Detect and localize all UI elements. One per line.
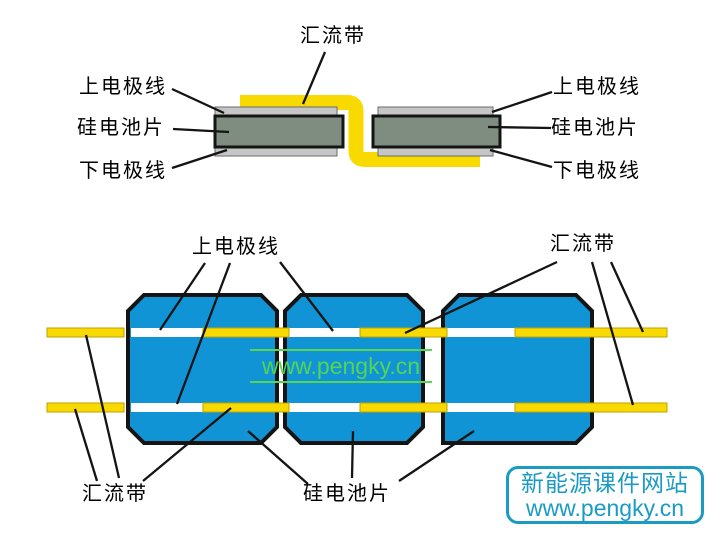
busbar-segment <box>359 327 448 338</box>
right-silicon-cell-layer <box>371 114 502 149</box>
electrode-line <box>131 328 203 337</box>
busbar-ribbon-cross-section <box>240 95 480 167</box>
electrode-line <box>446 328 515 337</box>
label-busbar-top-right: 汇流带 <box>550 233 616 255</box>
label-busbar-top: 汇流带 <box>300 25 366 47</box>
label-left-upper-electrode: 上电极线 <box>79 76 167 98</box>
callout-busbar-bl-2 <box>84 334 121 479</box>
callout-right-upper-electrode <box>491 90 553 114</box>
callout-busbar-bl-1 <box>73 408 99 482</box>
busbar-segment <box>202 402 290 413</box>
cell-3 <box>441 293 594 445</box>
electrode-line <box>131 403 203 412</box>
label-upper-electrode-topview: 上电极线 <box>192 236 280 258</box>
site-badge: 新能源课件网站 www.pengky.cn <box>506 466 704 524</box>
left-silicon-cell-layer <box>213 114 345 149</box>
callout-right-silicon-cell <box>487 125 552 130</box>
label-right-lower-electrode: 下电极线 <box>553 160 641 182</box>
upper-electrode-lines <box>131 328 515 412</box>
callout-right-lower-electrode <box>489 148 553 169</box>
electrode-line <box>446 403 515 412</box>
busbar-segment <box>514 402 668 413</box>
busbar-segment <box>359 402 448 413</box>
right-cell-stack <box>371 106 502 157</box>
callout-busbar-bl-3 <box>142 407 232 482</box>
callout-busbar-tr-3 <box>609 261 645 333</box>
label-left-silicon-cell: 硅电池片 <box>77 117 165 139</box>
callout-upper-electrode-3 <box>279 261 334 332</box>
callout-upper-electrode-2 <box>175 262 232 405</box>
callout-left-upper-electrode <box>171 87 225 115</box>
callout-busbar-tr-2 <box>590 261 635 406</box>
callout-silicon-1 <box>247 430 309 485</box>
busbar-segment <box>46 402 125 413</box>
site-badge-url: www.pengky.cn <box>525 495 685 521</box>
callout-busbar-top <box>301 51 327 105</box>
busbar-ribbons <box>46 327 668 413</box>
label-busbar-bottom-left: 汇流带 <box>82 483 148 505</box>
busbar-segment <box>202 327 290 338</box>
callout-left-silicon-cell <box>172 127 230 134</box>
callout-silicon-2 <box>350 430 355 479</box>
callout-lines <box>73 51 645 485</box>
site-badge-title: 新能源课件网站 <box>521 470 689 496</box>
callout-left-lower-electrode <box>171 148 228 170</box>
callout-upper-electrode-1 <box>159 262 206 331</box>
label-left-lower-electrode: 下电极线 <box>79 160 167 182</box>
label-silicon-cell-topview: 硅电池片 <box>303 483 391 505</box>
electrode-line <box>288 403 360 412</box>
electrode-line <box>288 328 360 337</box>
watermark-url: www.pengky.cn <box>250 349 432 383</box>
busbar-segment <box>514 327 668 338</box>
label-right-silicon-cell: 硅电池片 <box>551 117 639 139</box>
callout-silicon-3 <box>398 430 475 482</box>
label-right-upper-electrode: 上电极线 <box>553 76 641 98</box>
left-cell-stack <box>213 106 345 157</box>
callout-busbar-tr-1 <box>404 260 558 335</box>
